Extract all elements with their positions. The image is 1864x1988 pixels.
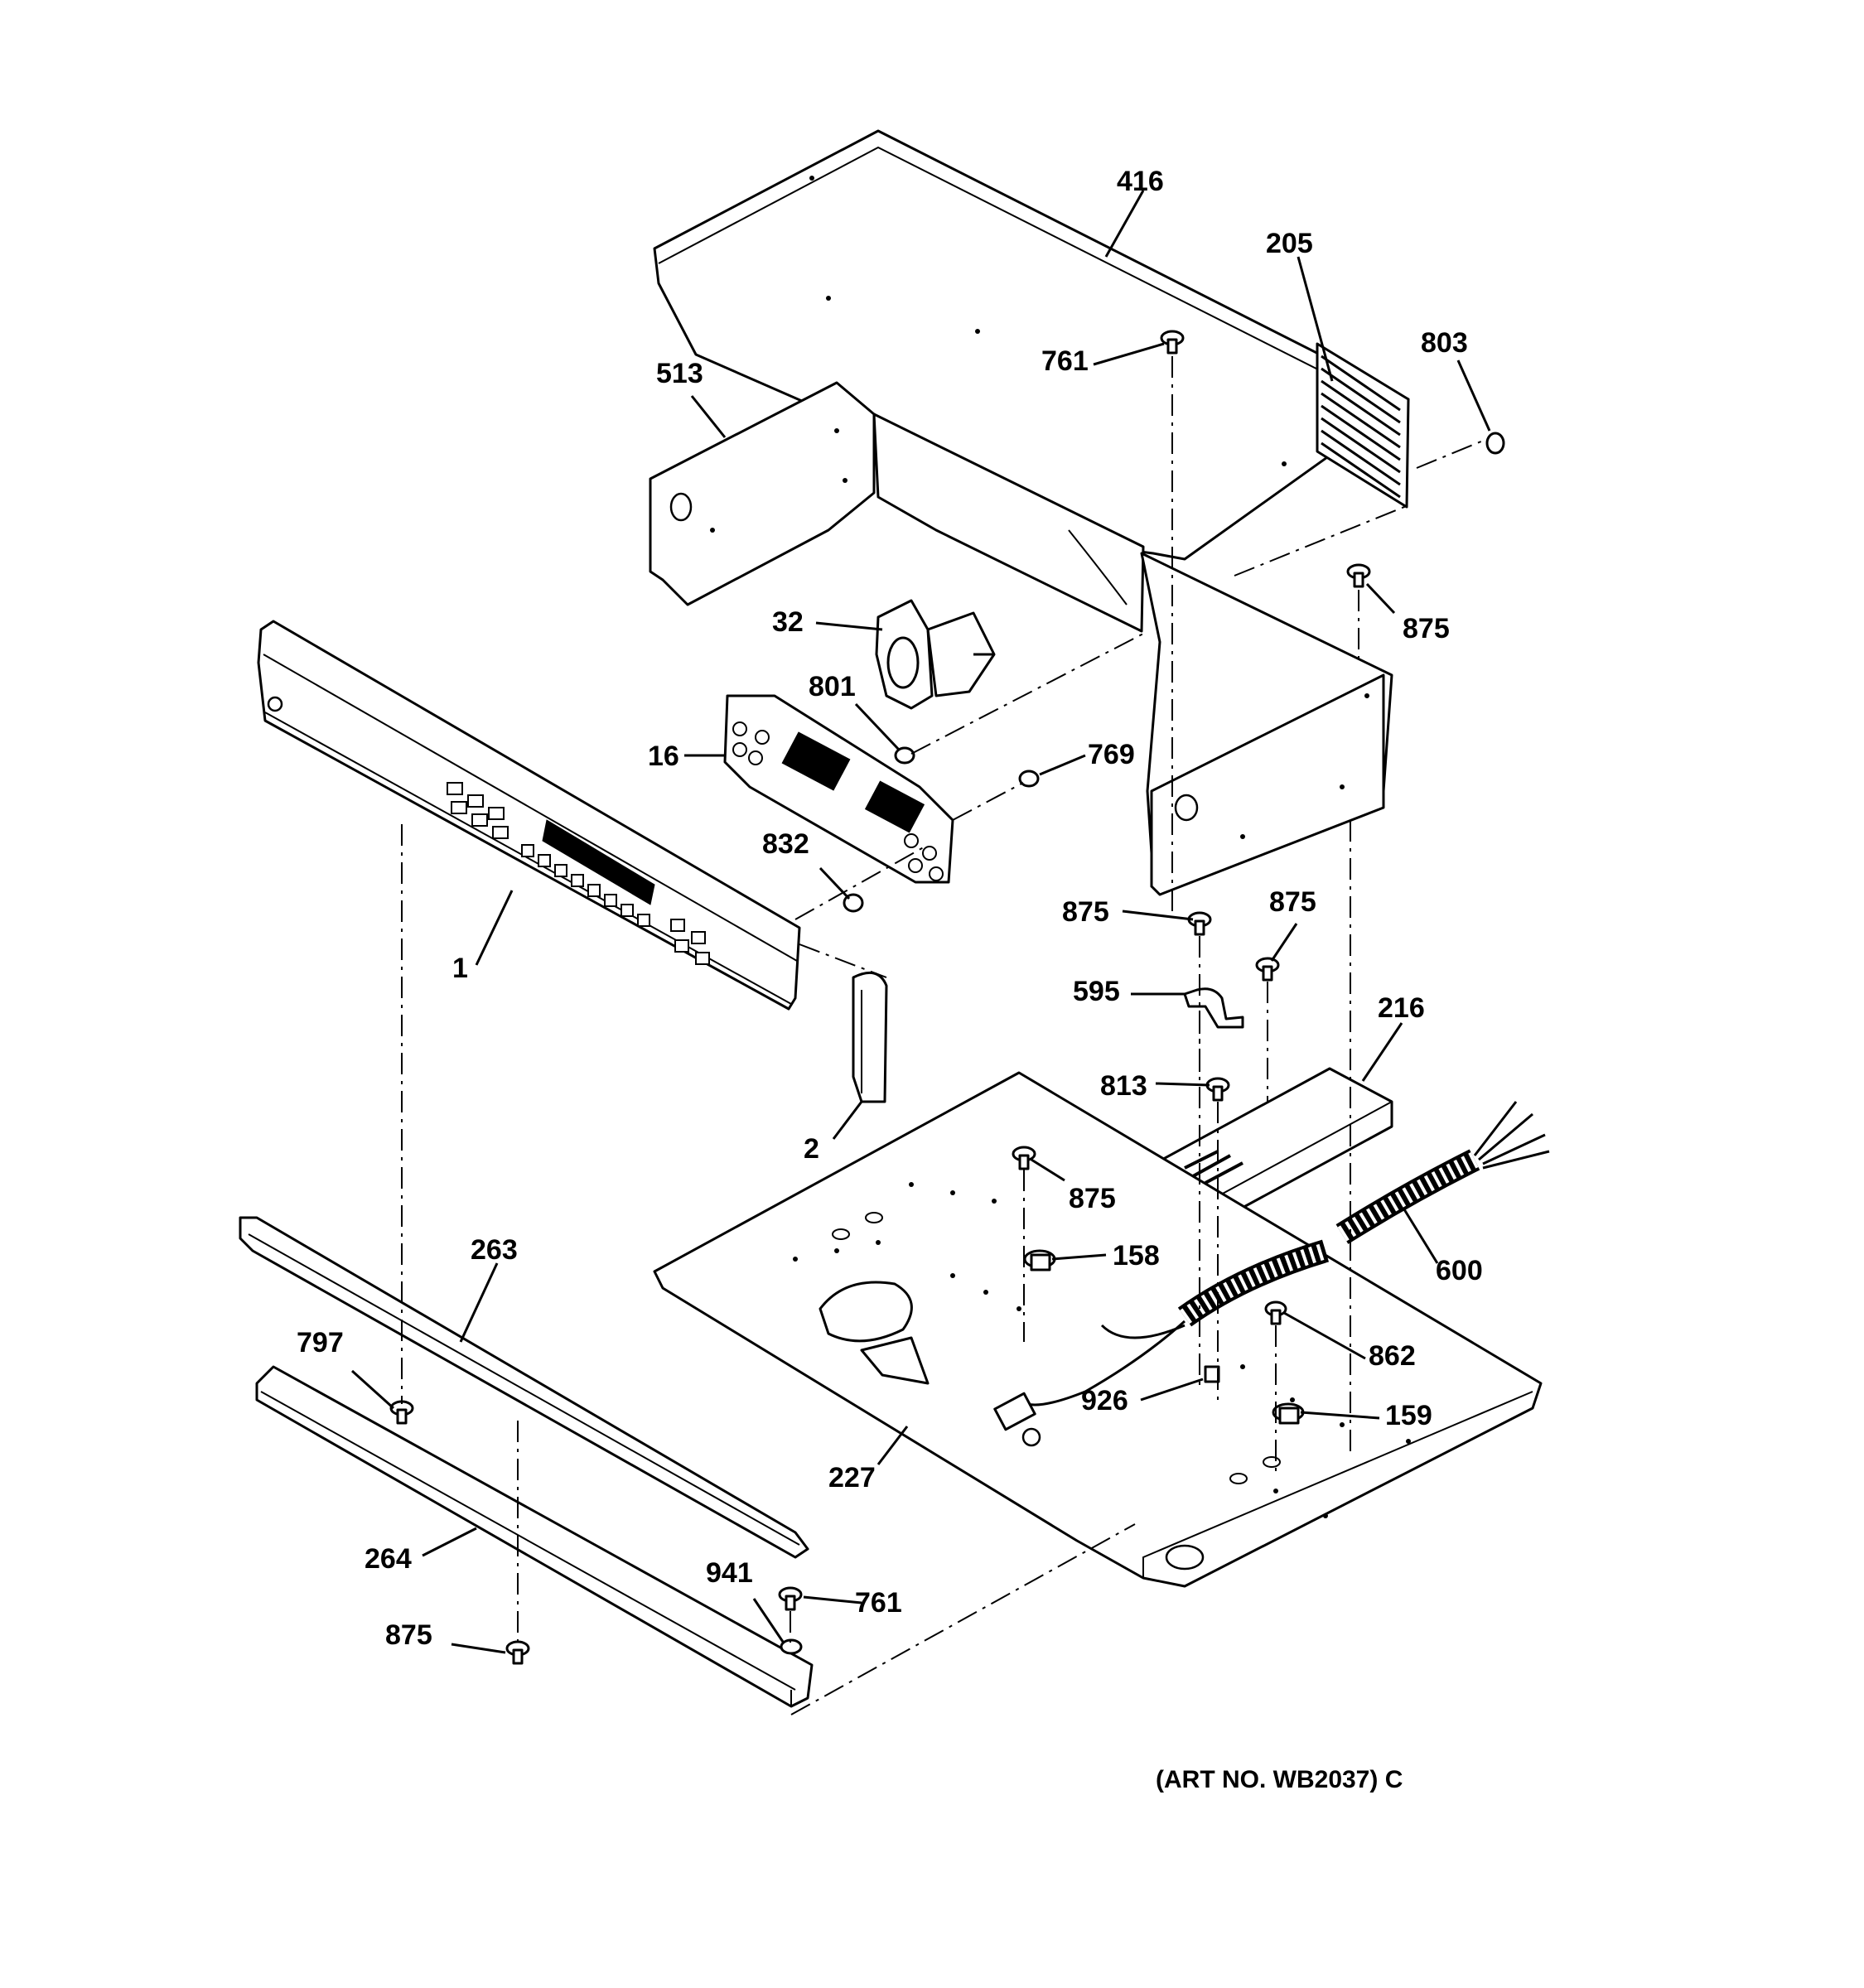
callout-205: 205 <box>1266 228 1313 259</box>
callout-875-bottom: 875 <box>385 1619 432 1651</box>
screw-801 <box>894 746 915 765</box>
callout-761-bottom: 761 <box>855 1587 902 1619</box>
callout-159: 159 <box>1385 1400 1432 1431</box>
screw-797 <box>389 1400 414 1425</box>
screw-862 <box>1264 1300 1287 1325</box>
electronic-control-board-16 <box>723 694 954 884</box>
trim-strip-263 <box>239 1216 809 1559</box>
callout-263: 263 <box>471 1234 518 1266</box>
sensor-159 <box>1272 1402 1305 1425</box>
callout-803: 803 <box>1421 327 1468 359</box>
callout-2: 2 <box>804 1133 819 1165</box>
control-panel-1 <box>257 620 801 1011</box>
left-side-wrapper-513 <box>649 381 1145 633</box>
convection-fan-32 <box>875 599 996 710</box>
callout-813: 813 <box>1100 1070 1147 1102</box>
screw-761-top <box>1160 330 1185 355</box>
callout-941: 941 <box>706 1557 753 1589</box>
callout-600: 600 <box>1436 1255 1483 1286</box>
callout-labels: 416 205 803 761 513 875 32 801 16 769 83… <box>297 166 1483 1651</box>
vent-grille-205 <box>1316 342 1410 509</box>
callout-769: 769 <box>1088 739 1135 770</box>
screw-769 <box>1018 770 1040 788</box>
screw-875-bottom <box>505 1640 530 1665</box>
end-cap-2 <box>852 971 888 1103</box>
screw-875-mid-right <box>1255 957 1280 982</box>
callout-875-right-top: 875 <box>1403 613 1450 644</box>
callout-16: 16 <box>648 741 679 772</box>
callout-595: 595 <box>1073 976 1120 1007</box>
bottom-trim-264 <box>255 1365 814 1708</box>
screw-803 <box>1485 432 1505 455</box>
callout-513: 513 <box>656 358 703 389</box>
callout-926: 926 <box>1081 1385 1128 1416</box>
callout-875-floor: 875 <box>1069 1183 1116 1214</box>
callout-216: 216 <box>1378 992 1425 1024</box>
callout-875-mid-right: 875 <box>1269 886 1316 918</box>
screw-761-bottom <box>778 1586 803 1611</box>
bracket-595 <box>1183 987 1244 1029</box>
floor-panel-227 <box>653 1071 1543 1588</box>
callout-801: 801 <box>809 671 856 702</box>
clip-926 <box>1204 1365 1220 1383</box>
right-side-wrapper <box>1140 552 1393 896</box>
alignment-lines <box>401 356 1488 1715</box>
callout-862: 862 <box>1369 1340 1416 1372</box>
callout-416: 416 <box>1117 166 1164 197</box>
art-number: (ART NO. WB2037) C <box>1156 1766 1403 1793</box>
callout-1: 1 <box>452 953 468 984</box>
screw-875-right <box>1346 563 1371 588</box>
screw-813 <box>1205 1077 1230 1102</box>
callout-875-mid-left: 875 <box>1062 896 1109 928</box>
callout-158: 158 <box>1113 1240 1160 1271</box>
leader-lines <box>350 190 1491 1654</box>
callout-832: 832 <box>762 828 809 860</box>
callout-32: 32 <box>772 606 804 638</box>
callout-227: 227 <box>828 1462 876 1493</box>
callout-761-top: 761 <box>1041 345 1089 377</box>
screw-875-mid-left <box>1187 911 1212 936</box>
screw-875-floor <box>1012 1146 1036 1170</box>
callout-264: 264 <box>365 1543 412 1575</box>
screws <box>389 330 1505 1665</box>
callout-797: 797 <box>297 1327 344 1358</box>
